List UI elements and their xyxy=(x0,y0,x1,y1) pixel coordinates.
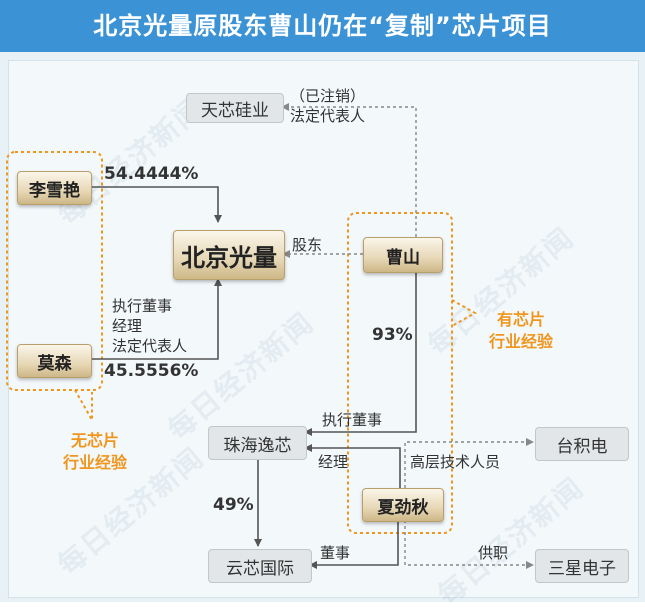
edge-xia-to-yunxin xyxy=(309,520,399,569)
group-has-chip-line-2: 行业经验 xyxy=(488,332,553,351)
node-zhuhai: 珠海逸芯 xyxy=(208,426,307,460)
label-mosen-role-1: 执行董事 xyxy=(112,297,173,315)
no-experience-group-frame xyxy=(6,151,103,391)
label-mosen-share: 45.5556% xyxy=(104,361,199,381)
label-legal-rep-tianxin: 法定代表人 xyxy=(290,107,366,125)
group-no-chip-line-1: 无芯片 xyxy=(70,431,119,450)
edge-cao-to-zhuhai xyxy=(304,273,417,436)
page-title: 北京光量原股东曹山仍在“复制”芯片项目 xyxy=(93,12,552,40)
label-deregistered: （已注销） xyxy=(290,87,366,105)
label-zhuhai-yunxin-share: 49% xyxy=(213,495,254,515)
diagram-panel xyxy=(8,60,639,598)
edge-xia-to-zhuhai xyxy=(304,444,401,488)
node-yunxin: 云芯国际 xyxy=(208,549,312,583)
label-exec-director: 执行董事 xyxy=(322,411,383,429)
node-tianxin: 天芯硅业 xyxy=(186,93,284,123)
label-mosen-role-2: 经理 xyxy=(112,317,143,335)
node-beijing-guangliang: 北京光量 xyxy=(173,230,285,280)
group-no-chip-line-2: 行业经验 xyxy=(62,453,127,472)
edge-li-to-beijing xyxy=(90,186,222,223)
edge-mosen-to-beijing xyxy=(90,278,222,360)
label-cao-zhuhai-share: 93% xyxy=(372,325,413,345)
label-mosen-role-3: 法定代表人 xyxy=(112,337,188,355)
edge-cao-to-tianxin xyxy=(281,103,417,237)
node-mosen: 莫森 xyxy=(17,344,92,378)
chip-experience-group-frame xyxy=(347,212,453,534)
label-shareholder: 股东 xyxy=(292,236,323,254)
edge-xia-to-samsung xyxy=(404,520,534,569)
node-lixueyan: 李雪艳 xyxy=(17,171,92,205)
label-served: 供职 xyxy=(478,544,509,562)
label-senior-staff: 高层技术人员 xyxy=(410,453,501,471)
node-taiji: 台积电 xyxy=(535,427,629,461)
node-xiajinqiu: 夏劲秋 xyxy=(362,488,444,522)
header-bar: 北京光量原股东曹山仍在“复制”芯片项目 xyxy=(0,0,645,52)
group-has-chip-line-1: 有芯片 xyxy=(496,310,545,329)
label-manager: 经理 xyxy=(318,453,349,471)
node-caoshan: 曹山 xyxy=(363,237,443,273)
node-samsung: 三星电子 xyxy=(535,549,629,583)
label-director: 董事 xyxy=(320,544,351,562)
label-li-share: 54.4444% xyxy=(104,164,199,184)
